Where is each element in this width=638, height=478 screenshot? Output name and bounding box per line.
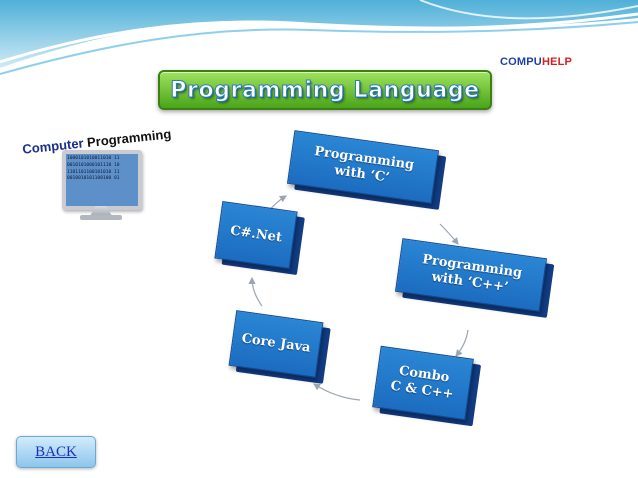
arrow-java-to-csharp xyxy=(248,276,263,307)
binary-line: 1101101100101010 11 xyxy=(67,169,120,175)
binary-line: 0010010101100100 01 xyxy=(67,176,120,182)
binary-line: 0010101000101110 10 xyxy=(67,162,120,168)
back-button[interactable]: BACK xyxy=(16,436,96,468)
node-label: Programming with ‘C++’ xyxy=(421,252,524,296)
node-label: Combo C & C++ xyxy=(389,363,455,403)
node-csharp-net: C#.Net xyxy=(214,200,305,276)
node-label: Programming with ‘C’ xyxy=(313,144,416,186)
brand-logo: COMPUHELP xyxy=(500,56,572,68)
node-combo: Combo C & C++ xyxy=(372,345,482,427)
back-button-label[interactable]: BACK xyxy=(35,443,77,460)
binary-line: 1000101010011010 11 xyxy=(67,156,120,161)
header-wave-decoration xyxy=(0,0,638,75)
page-title: Programming Language xyxy=(170,77,480,103)
binary-code-screen: 1000101010011010 11 0010101000101110 10 … xyxy=(66,154,138,185)
node-label: C#.Net xyxy=(229,223,283,246)
monitor-base xyxy=(80,215,122,220)
brand-part-help: HELP xyxy=(541,56,573,68)
monitor-stand xyxy=(90,206,112,216)
node-label: Core Java xyxy=(240,331,312,356)
computer-programming-graphic: 1000101010011010 11 0010101000101110 10 … xyxy=(20,126,180,232)
brand-part-compu: COMPU xyxy=(500,56,542,68)
arrow-combo-to-java xyxy=(312,383,361,401)
arrow-c-to-cpp xyxy=(439,223,459,245)
node-core-java: Core Java xyxy=(228,310,331,384)
arrow-cpp-to-combo xyxy=(455,329,469,357)
title-banner: Programming Language xyxy=(158,70,492,110)
